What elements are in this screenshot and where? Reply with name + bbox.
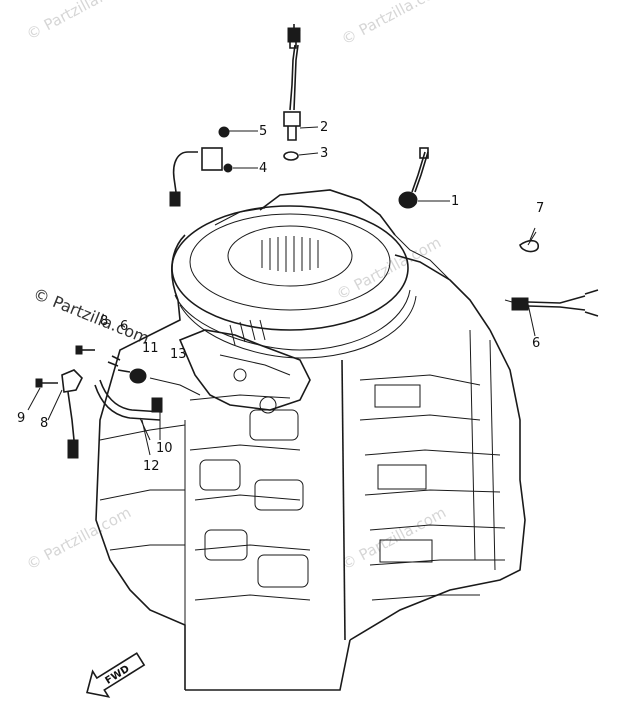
- callout-7: 7: [536, 201, 544, 216]
- clip: [519, 231, 540, 253]
- callout-10: 10: [156, 441, 173, 456]
- watermark-dark-left: © Partzilla.com: [31, 284, 153, 348]
- callout-1: 1: [451, 194, 459, 209]
- temperature-switch: [504, 289, 599, 317]
- fwd-label: FWD: [104, 664, 132, 687]
- callout-11: 11: [142, 341, 159, 356]
- callout-6-left: 6: [120, 319, 128, 334]
- callout-9: 9: [17, 411, 25, 426]
- pulser-coil-assembly: [35, 345, 201, 459]
- callout-8-top: 8: [100, 314, 108, 329]
- relay-assembly: [169, 126, 233, 207]
- callout-5: 5: [259, 124, 267, 139]
- callout-3: 3: [320, 146, 328, 161]
- forward-arrow-icon: FWD: [86, 652, 146, 698]
- callout-labels: 1 2 3 4 5 6 6 7 8 8 9 10 11 12 13: [17, 120, 544, 474]
- callout-6-right: 6: [532, 336, 540, 351]
- watermark-top-right: © Partzilla.com: [338, 0, 449, 49]
- callout-4: 4: [259, 161, 267, 176]
- oil-sensor: [398, 147, 429, 209]
- callout-8-bottom: 8: [40, 416, 48, 431]
- thermo-sensor-assembly: [283, 24, 301, 161]
- callout-13: 13: [170, 347, 187, 362]
- callout-12: 12: [143, 459, 160, 474]
- engine-block: [95, 189, 526, 691]
- watermark-top-left: © Partzilla.com: [23, 0, 134, 44]
- leader-lines: [27, 126, 536, 456]
- watermark-bottom-left: © Partzilla.com: [23, 503, 134, 573]
- callout-2: 2: [320, 120, 328, 135]
